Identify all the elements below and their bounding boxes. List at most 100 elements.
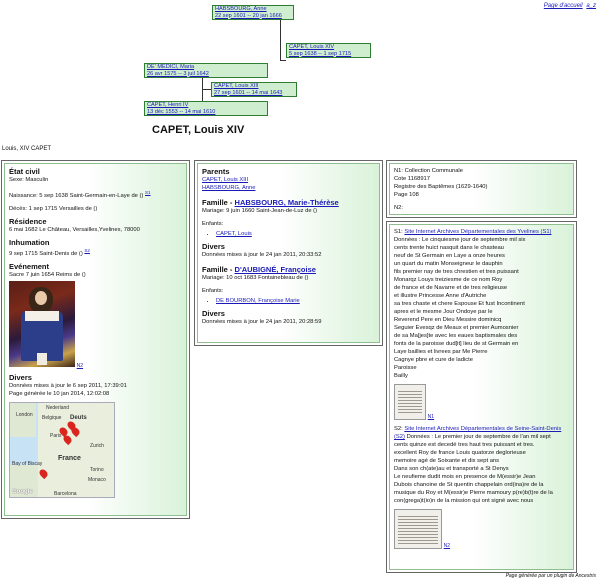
map-label: Torino [90, 466, 104, 473]
map-brand-logo: Google [12, 488, 33, 495]
birth-text: Naissance: 5 sep 1638 Saint-Germain-en-L… [9, 190, 151, 199]
source-1-thumb-row: N1 [394, 380, 569, 420]
source-text-line: memoire agé de Soixante et dix sept ans [394, 458, 500, 464]
death-text: Décès: 1 sep 1715 Versailles de () [9, 205, 98, 212]
pedigree-name[interactable]: HABSBOURG, Anne [215, 6, 267, 12]
note-ref-link[interactable]: N1 [427, 414, 435, 420]
sex-text: Sexe: Masculin [9, 177, 49, 183]
divers-heading: Divers [202, 242, 225, 251]
residence-text: 6 mai 1682 Le Château, Versailles,Yvelin… [9, 226, 140, 233]
source-text-line: musique du Roy et M(essir)e Pierre mamou… [394, 490, 553, 496]
pedigree-box-louis13[interactable]: CAPET, Louis XIII 27 sep 1601 -- 14 mai … [211, 82, 297, 97]
map-label: Nederland [46, 404, 70, 411]
child-link[interactable]: CAPET, Louis [216, 231, 252, 237]
source-2-text: cents quinze est decedé tres haut tres p… [394, 441, 569, 505]
map-label: Zurich [90, 442, 104, 449]
parents-heading: Parents [202, 167, 230, 176]
subject-id: Louis, XIV CAPET [2, 146, 52, 152]
source-2-link[interactable]: Site Internet Archives Départementales d… [394, 426, 562, 440]
source-2-thumb-row: N2 [394, 505, 569, 549]
divers-heading: Divers [9, 372, 32, 382]
source-1-text: Données : Le cinquiesme jour de septembr… [394, 236, 569, 380]
source-text-line: cents quinze est decedé tres haut tres p… [394, 442, 535, 448]
child-link[interactable]: DE BOURBON, Françoise Marie [216, 298, 300, 304]
note-line: Registre des Baptêmes (1629-1640) [394, 184, 488, 190]
portrait-image[interactable] [9, 280, 75, 367]
pedigree-box-henri4[interactable]: CAPET, Henri IV 13 déc 1553 -- 14 mai 16… [144, 101, 268, 116]
source-text-line: sa tres chaste et chere Espouse Et fust … [394, 301, 525, 307]
source-1-image[interactable] [394, 384, 426, 420]
pedigree-dates: 22 sep 1601 -- 20 jan 1666 [215, 12, 282, 19]
divers-heading: Divers [202, 309, 225, 318]
pedigree-box-medici[interactable]: DE' MEDICI, Maria 26 avr 1575 -- 3 juil … [144, 63, 268, 78]
location-map[interactable]: London Nederland Belgique Deuts Paris Zu… [9, 401, 115, 498]
source-ref-link[interactable]: S2 [84, 247, 90, 253]
family-panel: Parents CAPET, Louis XIII HABSBOURG, Ann… [194, 160, 383, 346]
note-ref-link[interactable]: N2 [443, 543, 451, 549]
source-text-line: cents trente huict nasquit dans le chast… [394, 245, 504, 251]
pedigree-name[interactable]: CAPET, Louis XIII [214, 83, 259, 89]
map-label: Barcelona [54, 490, 77, 497]
az-link[interactable]: a_z [586, 3, 596, 9]
map-label: Bay of Biscay [12, 460, 43, 467]
pedigree-dates: 5 sep 1638 -- 1 sep 1715 [289, 50, 352, 57]
residence-heading: Résidence [9, 216, 47, 226]
pedigree-connector [202, 89, 211, 90]
spouse-2-link[interactable]: D'AUBIGNÉ, Françoise [234, 265, 316, 274]
marriage-1-text: Mariage: 9 juin 1660 Saint-Jean-de-Luz d… [202, 208, 318, 214]
generated-text: Page générée le 10 jan 2014, 12:02:08 [9, 390, 110, 397]
footer-text: Page générée par un plugin de Ancestris [505, 573, 596, 579]
pedigree-name[interactable]: CAPET, Henri IV [147, 102, 189, 108]
source-1-link[interactable]: Site Internet Archives Départementales d… [404, 229, 552, 235]
page-title: CAPET, Louis XIV [152, 124, 245, 136]
source-text-line: Données : Le cinquiesme jour de septembr… [394, 237, 526, 243]
pedigree-name[interactable]: CAPET, Louis XIV [289, 44, 335, 50]
source-text-line: Laye baillies et livrees par Me Pierre [394, 349, 488, 355]
source-2-image[interactable] [394, 509, 442, 549]
source-text-line: de sa Ma[jes]te avec les eaues baptismal… [394, 333, 518, 339]
portrait-row: N2 [9, 279, 182, 369]
map-label: Deuts [70, 414, 87, 421]
map-label: London [16, 411, 33, 418]
source-text-line: Bailly [394, 373, 408, 379]
top-links: Page d'accueil a_z [542, 3, 596, 9]
note-ref-link[interactable]: N2 [76, 362, 84, 369]
source-1-title: S1: Site Internet Archives Départemental… [394, 229, 552, 235]
source-text-line: fils premier nay de tres chrestien et tr… [394, 269, 519, 275]
family-1-heading: Famille - HABSBOURG, Marie-Thérèse [202, 198, 339, 207]
burial-text: 9 sep 1715 Saint-Denis de () S2 [9, 247, 90, 257]
source-text-line: fonts de la paroisse dud[it] lieu de st … [394, 341, 519, 347]
source-text-line: neuf de St Germain en Laye a onze heures [394, 253, 505, 259]
updated-text: Données mises à jour le 6 sep 2011, 17:3… [9, 382, 127, 389]
note-line: N1: Collection Communale [394, 168, 463, 174]
pedigree-box-habsbourg[interactable]: HABSBOURG, Anne 22 sep 1601 -- 20 jan 16… [212, 5, 294, 20]
source-ref-link[interactable]: S1 [145, 190, 151, 195]
source-text-line: excellent Roy de france Louis quatorze d… [394, 450, 526, 456]
source-text-line: de france et de Navarre et de tres relig… [394, 285, 508, 291]
updated-text: Données mises à jour le 24 jan 2011, 20:… [202, 319, 322, 325]
mother-link[interactable]: HABSBOURG, Anne [202, 185, 256, 191]
pedigree-box-louis14[interactable]: CAPET, Louis XIV 5 sep 1638 -- 1 sep 171… [286, 43, 371, 58]
pedigree-name[interactable]: DE' MEDICI, Maria [147, 64, 195, 70]
home-link[interactable]: Page d'accueil [543, 3, 583, 9]
note-line: Page 108 [394, 192, 419, 198]
pedigree-connector [280, 60, 286, 61]
updated-text: Données mises à jour le 24 jan 2011, 20:… [202, 252, 322, 258]
sources-panel: S1: Site Internet Archives Départemental… [386, 221, 577, 573]
children-list-2: DE BOURBON, Françoise Marie [202, 297, 375, 305]
source-text-line: Paroisse [394, 365, 417, 371]
source-text-line: Monarqz Louys treiziesme de ce nom Roy [394, 277, 503, 283]
children-label: Enfants: [202, 288, 224, 294]
source-text-line: Dans son ch(ate)au et transporté a St De… [394, 466, 509, 472]
spouse-1-link[interactable]: HABSBOURG, Marie-Thérèse [234, 198, 339, 207]
source-text-line: Reverend Pere en Dieu Messire dominicq [394, 317, 502, 323]
map-label: France [58, 454, 81, 462]
family-2-heading: Famille - D'AUBIGNÉ, Françoise [202, 265, 316, 274]
source-text-line: un quart du matin Monseigneur le dauphin [394, 261, 503, 267]
source-2-title: S2: Site Internet Archives Départemental… [394, 426, 562, 440]
marriage-2-text: Mariage: 10 oct 1683 Fontainebleau de () [202, 275, 309, 281]
source-text-line: con(grega)t(io)n de la mission qui ont s… [394, 498, 534, 504]
source-text-line: Cagnye pbre et cure de ladicte [394, 357, 473, 363]
source-text-line: apres et le mesme Jour Ondoye par le [394, 309, 493, 315]
father-link[interactable]: CAPET, Louis XIII [202, 177, 249, 183]
